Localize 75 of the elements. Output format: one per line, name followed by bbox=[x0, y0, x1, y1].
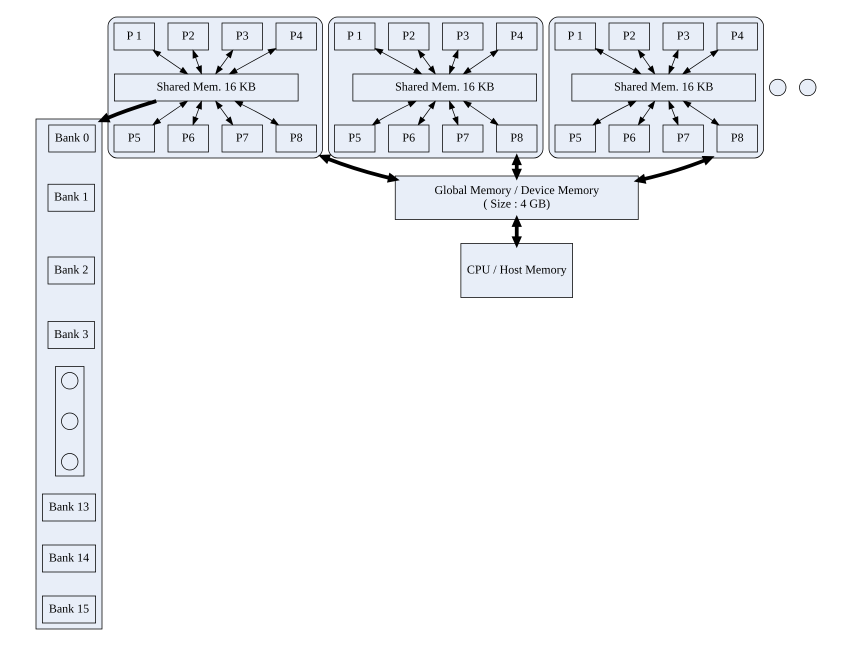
arrow bbox=[418, 49, 436, 75]
node-box: Bank 13 bbox=[42, 494, 96, 522]
node-box: Bank 1 bbox=[48, 184, 95, 212]
node-box: Bank 15 bbox=[42, 596, 96, 624]
arrow bbox=[634, 156, 715, 184]
node-box: P8 bbox=[496, 124, 538, 152]
node-circle bbox=[769, 78, 786, 96]
arrow bbox=[152, 100, 188, 126]
node-box: P2 bbox=[608, 22, 650, 50]
node-circle bbox=[799, 78, 816, 96]
node-box: Shared Mem. 16 KB bbox=[572, 74, 756, 102]
cluster bbox=[36, 118, 102, 630]
arrow bbox=[638, 49, 656, 75]
arrow bbox=[682, 100, 720, 126]
node-box: P4 bbox=[716, 22, 758, 50]
node-box: P4 bbox=[496, 22, 538, 50]
node-box: P7 bbox=[662, 124, 704, 152]
arrow bbox=[668, 100, 678, 126]
arrow bbox=[372, 100, 418, 126]
node-box: P4 bbox=[276, 22, 317, 50]
arrow bbox=[228, 48, 277, 75]
node-box: P6 bbox=[388, 124, 430, 152]
node-box: P2 bbox=[388, 22, 430, 50]
arrow bbox=[592, 100, 638, 126]
node-box: P 1 bbox=[334, 22, 376, 50]
node-box: CPU / Host Memory bbox=[460, 243, 573, 298]
arrow bbox=[638, 100, 656, 126]
arrow bbox=[512, 153, 522, 181]
node-box: P7 bbox=[442, 124, 484, 152]
arrow bbox=[668, 49, 679, 75]
arrow bbox=[462, 100, 500, 126]
arrow bbox=[318, 154, 400, 183]
node-box: Shared Mem. 16 KB bbox=[352, 74, 537, 102]
node-box: P 1 bbox=[114, 22, 155, 50]
node-box: Bank 3 bbox=[48, 321, 95, 349]
cluster bbox=[108, 16, 323, 158]
arrow bbox=[462, 49, 499, 75]
node-box: P7 bbox=[222, 124, 263, 152]
arrow bbox=[594, 48, 642, 74]
arrow bbox=[192, 49, 202, 75]
node-box: Global Memory / Device Memory ( Size : 4 GB) bbox=[394, 176, 639, 220]
node-circle bbox=[61, 453, 78, 470]
arrow bbox=[234, 100, 280, 126]
arrow bbox=[215, 49, 234, 75]
node-box: P5 bbox=[334, 124, 376, 152]
node-box: P5 bbox=[554, 124, 596, 152]
node-box: Bank 14 bbox=[42, 544, 96, 572]
node-box: P3 bbox=[442, 22, 484, 50]
node-box: Bank 0 bbox=[48, 124, 96, 152]
arrow bbox=[152, 49, 189, 75]
node-box: P5 bbox=[114, 124, 155, 152]
arrow bbox=[512, 215, 522, 248]
cluster bbox=[55, 366, 84, 476]
node-box: P 1 bbox=[554, 22, 596, 50]
node-circle bbox=[61, 372, 78, 390]
arrow bbox=[682, 50, 720, 75]
node-box: P6 bbox=[608, 124, 650, 152]
node-box: P8 bbox=[276, 124, 317, 152]
arrow bbox=[98, 99, 157, 122]
arrow bbox=[449, 100, 458, 126]
cluster bbox=[328, 16, 544, 158]
arrow bbox=[192, 100, 202, 126]
node-box: Bank 2 bbox=[48, 256, 95, 284]
node-box: P6 bbox=[168, 124, 209, 152]
node-box: P2 bbox=[168, 22, 209, 50]
node-box: P8 bbox=[716, 124, 758, 152]
arrow bbox=[374, 48, 423, 75]
cluster bbox=[548, 16, 764, 158]
node-box: P3 bbox=[222, 22, 263, 50]
node-circle bbox=[61, 412, 78, 430]
arrow bbox=[418, 100, 436, 126]
node-box: P3 bbox=[662, 22, 704, 50]
arrow bbox=[449, 49, 458, 75]
arrow bbox=[215, 100, 234, 126]
node-box: Shared Mem. 16 KB bbox=[114, 74, 298, 102]
